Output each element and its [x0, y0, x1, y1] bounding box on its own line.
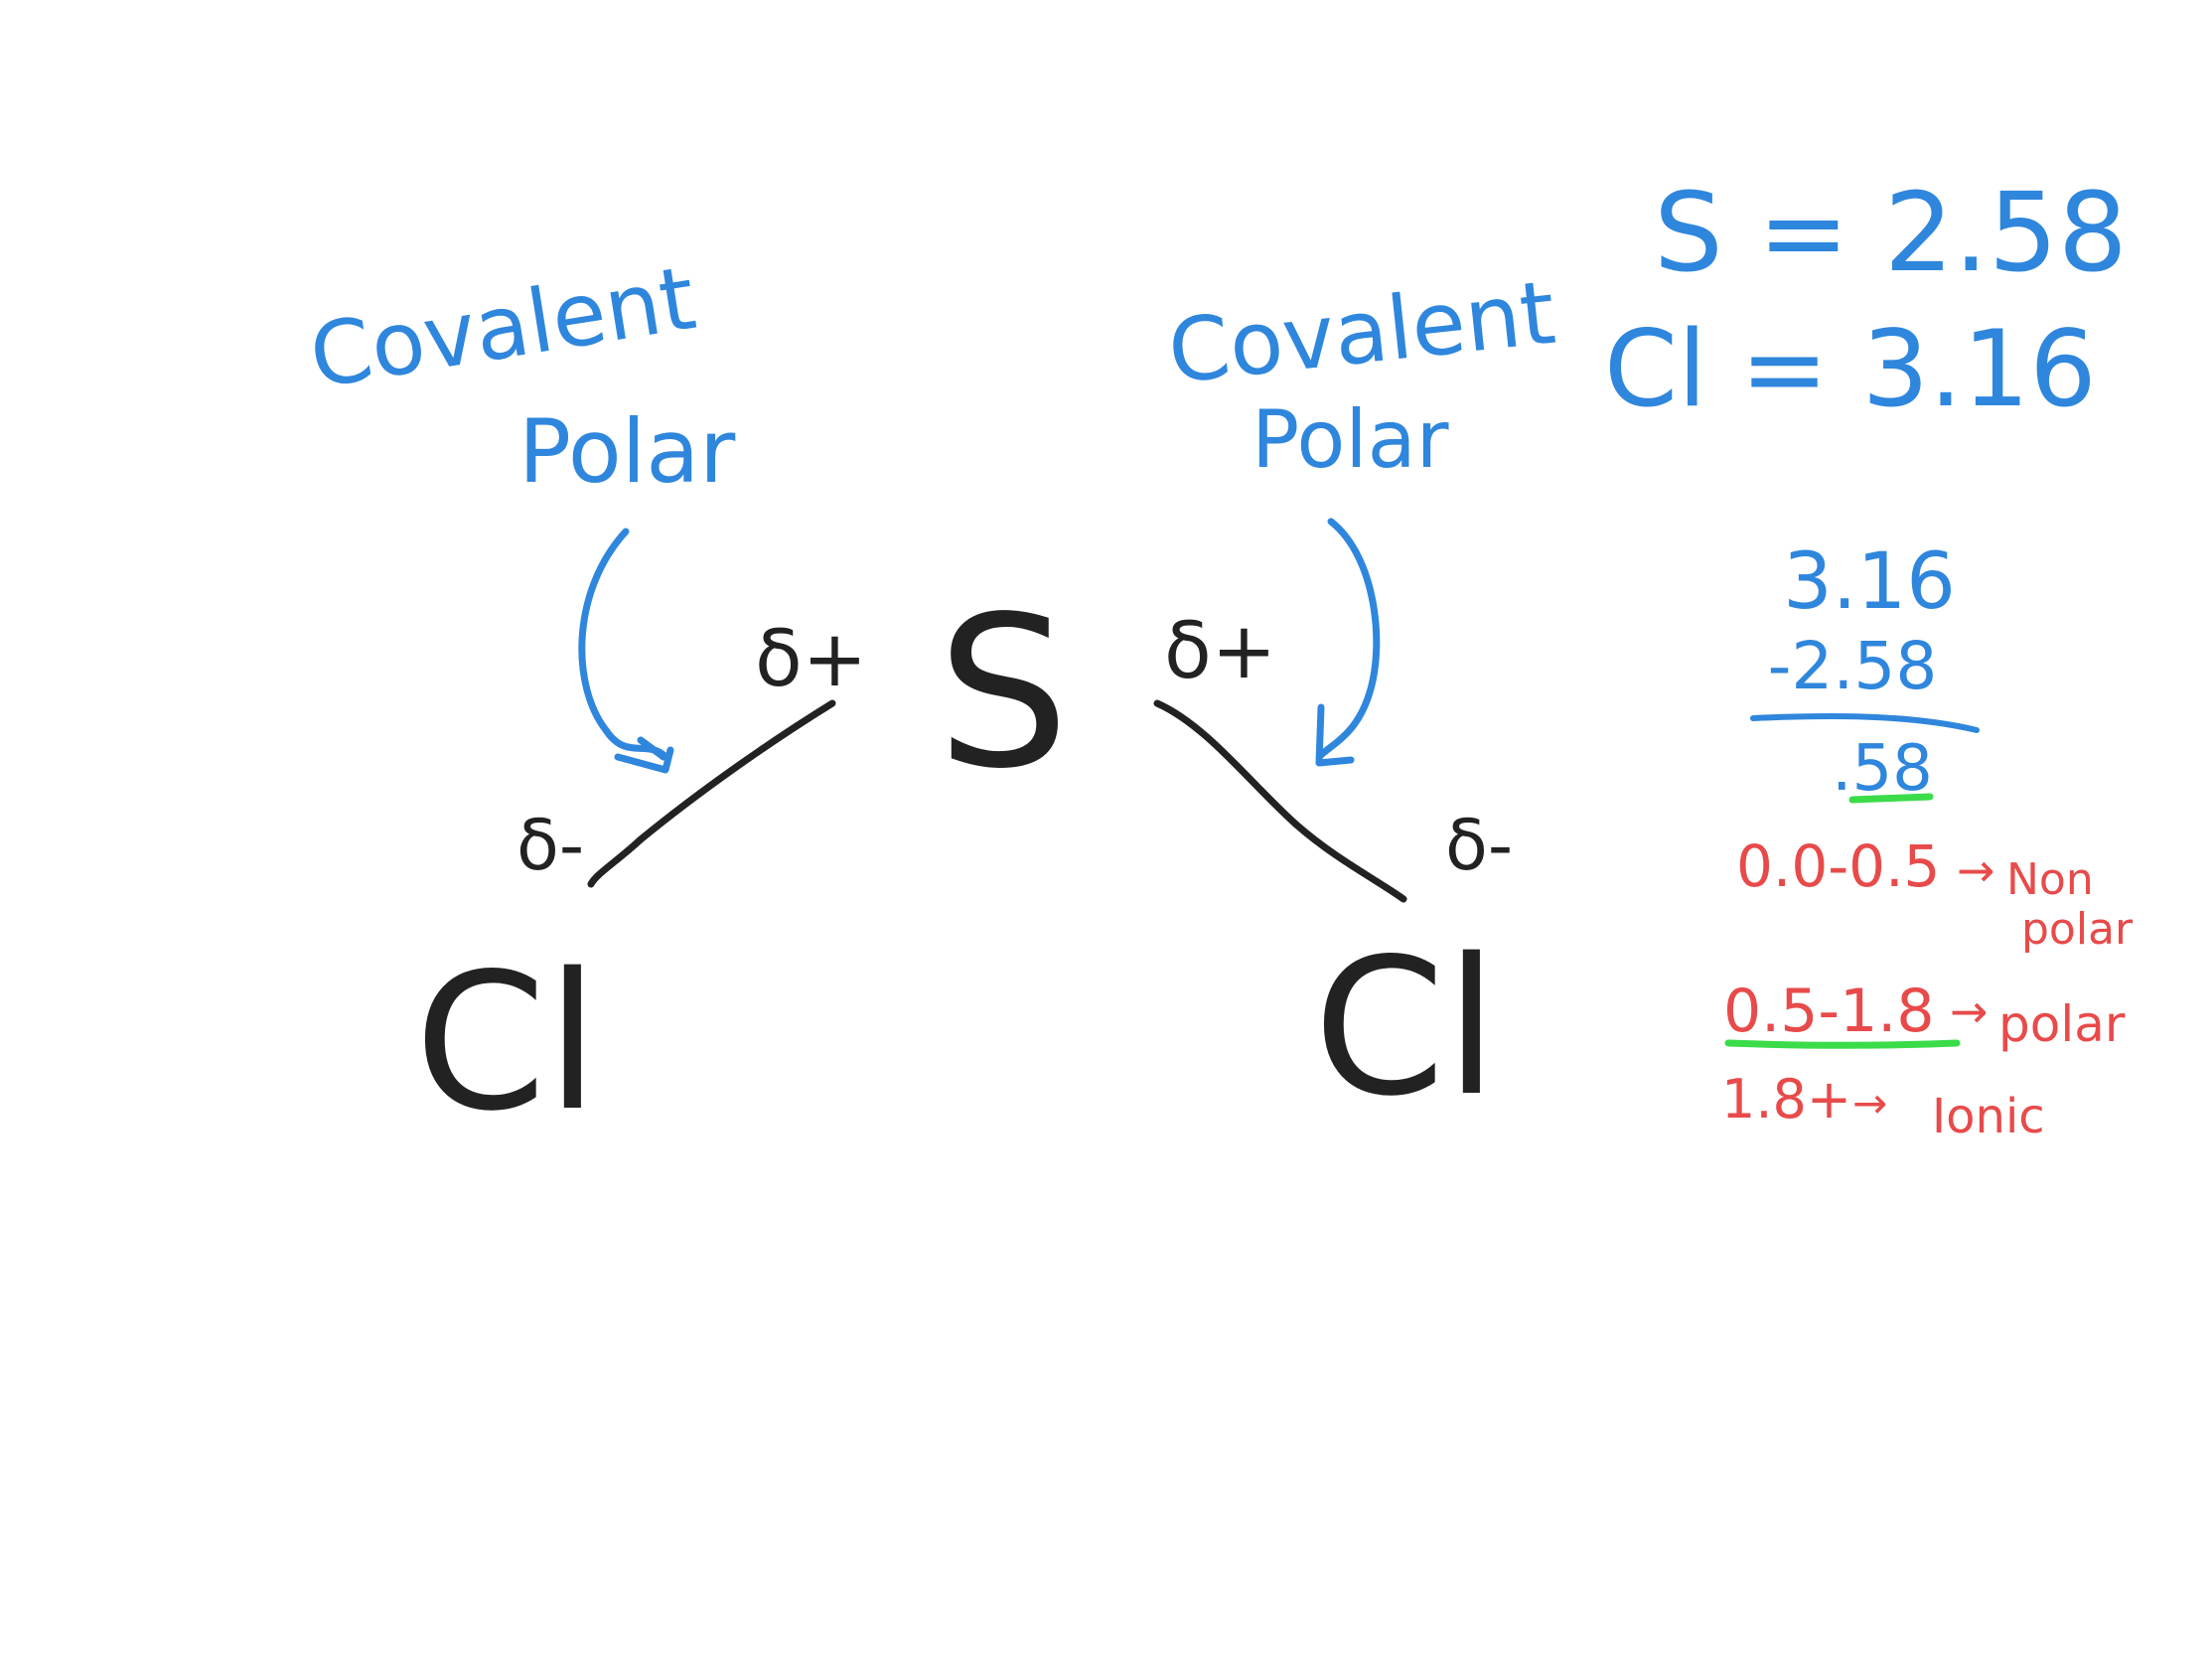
right-partial-positive: δ+: [1164, 607, 1276, 696]
left-partial-negative: δ-: [516, 805, 584, 886]
chlorine-electronegativity: Cl = 3.16: [1604, 308, 2097, 430]
nonpolar-range: 0.0-0.5: [1736, 832, 1940, 900]
polar-range-underline: [1724, 1039, 1961, 1049]
left-arrow-head: [614, 736, 674, 774]
polar-arrow: →: [1950, 984, 1989, 1038]
subtraction-result: .58: [1832, 732, 1933, 806]
left-bond-type-label: Covalent: [303, 246, 701, 408]
ionic-range: 1.8+: [1721, 1068, 1851, 1131]
center-atom-sulfur: S: [937, 571, 1069, 815]
ionic-label: Ionic: [1932, 1089, 2045, 1144]
left-partial-positive: δ+: [755, 615, 867, 704]
left-bond-line: [587, 699, 836, 888]
right-bond-line: [1153, 699, 1407, 903]
nonpolar-label-1: Non: [2006, 854, 2094, 905]
subtraction-line: [1750, 712, 1980, 733]
polar-range: 0.5-1.8: [1723, 977, 1935, 1046]
nonpolar-label-2: polar: [2021, 904, 2134, 955]
right-bond-polarity-label: Polar: [1252, 393, 1449, 486]
left-curved-arrow: [578, 528, 667, 759]
subtraction-subtrahend: -2.58: [1768, 628, 1938, 704]
ionic-arrow: →: [1852, 1079, 1887, 1128]
left-atom-chlorine: Cl: [414, 933, 598, 1152]
subtraction-minuend: 3.16: [1783, 537, 1956, 627]
right-curved-arrow: [1317, 518, 1381, 759]
result-underline: [1848, 793, 1934, 804]
left-bond-polarity-label: Polar: [518, 400, 736, 503]
sulfur-electronegativity: S = 2.58: [1654, 169, 2128, 296]
right-bond-type-label: Covalent: [1163, 261, 1559, 403]
nonpolar-arrow: →: [1957, 843, 1995, 897]
polar-label: polar: [1998, 995, 2126, 1053]
right-atom-chlorine: Cl: [1313, 918, 1497, 1137]
right-arrow-head: [1315, 703, 1355, 767]
right-partial-negative: δ-: [1445, 805, 1513, 886]
